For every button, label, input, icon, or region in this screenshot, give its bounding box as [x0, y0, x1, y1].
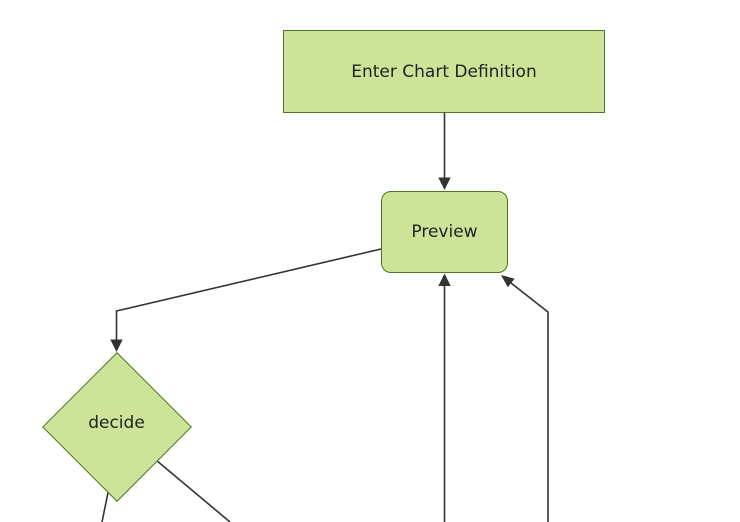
edge-preview-to-decide-line — [115, 248, 382, 340]
edge-offscreen-to-preview-2-arrowhead-icon — [501, 275, 515, 288]
node-enter-chart-definition-label: Enter Chart Definition — [351, 61, 537, 82]
node-preview: Preview — [381, 191, 508, 273]
edge-decide-to-offscreen-right-line — [149, 454, 231, 522]
edge-enter-to-preview-arrowhead-icon — [438, 177, 451, 190]
edge-offscreen-to-preview-2-line — [510, 282, 549, 522]
node-preview-label: Preview — [411, 222, 478, 242]
node-enter-chart-definition: Enter Chart Definition — [283, 30, 605, 113]
edge-preview-to-decide-arrowhead-icon — [110, 339, 123, 352]
node-decide-label: decide — [88, 413, 145, 433]
edge-offscreen-to-preview-1-arrowhead-icon — [438, 273, 451, 286]
